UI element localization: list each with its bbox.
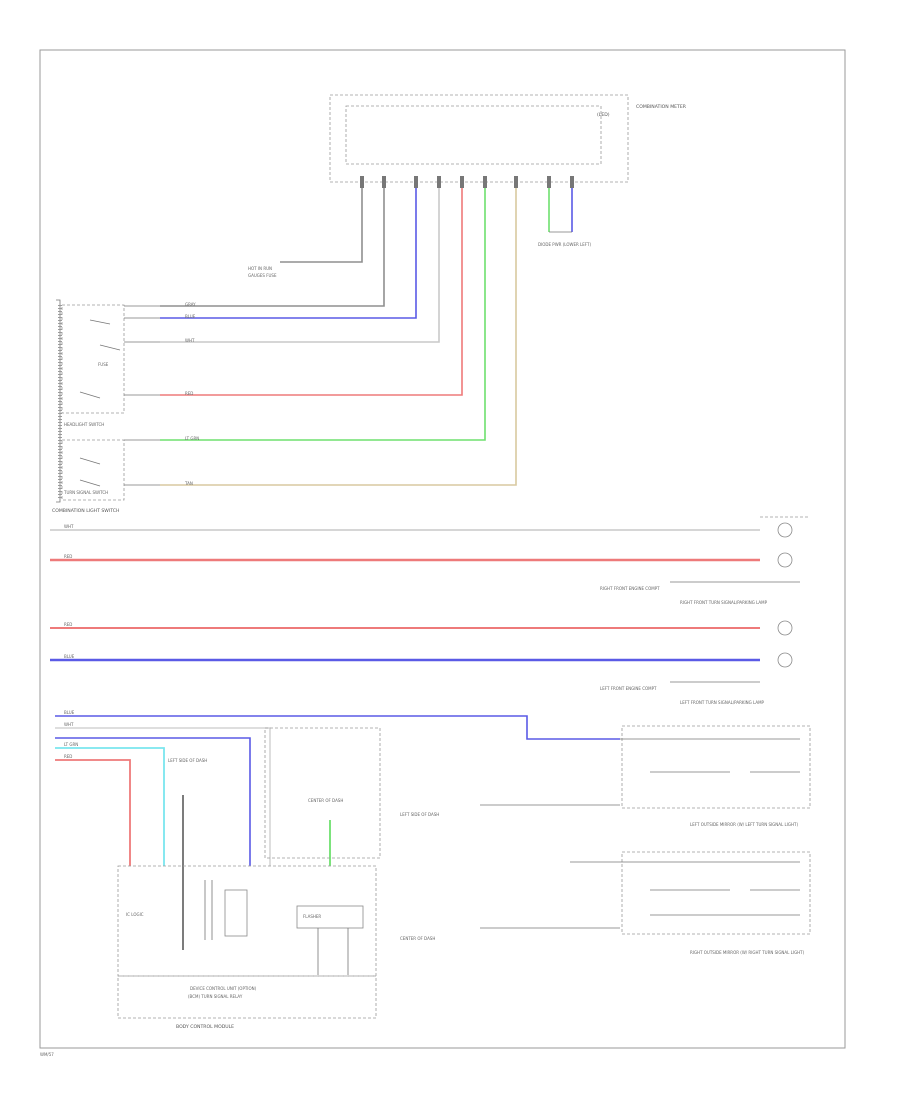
right-mirror-ground-label: CENTER OF DASH	[400, 936, 435, 941]
mirrors: LEFT SIDE OF DASH LEFT OUTSIDE MIRROR (W…	[400, 725, 811, 955]
right-front-lamp-label: RIGHT FRONT TURN SIGNAL/PARKING LAMP	[680, 600, 768, 605]
bcm-sub-label: (BCM) TURN SIGNAL RELAY	[188, 994, 243, 999]
combination-meter-label: COMBINATION METER	[636, 104, 687, 110]
switch-fuse-label: FUSE	[98, 362, 109, 367]
bus-wire-labels: WHT RED RED BLUE	[64, 524, 75, 659]
bcm-label-ltgrn: LT GRN	[64, 742, 78, 747]
meter-wires	[160, 188, 573, 486]
main-bus-wires	[50, 529, 760, 662]
bus-label-red: RED	[64, 554, 72, 559]
bcm-detail-label: DEVICE CONTROL UNIT (OPTION)	[190, 986, 257, 991]
body-control-module: FLASHER IC LOGIC DEVICE CONTROL UNIT (OP…	[117, 727, 381, 1030]
bcm-name-label: BODY CONTROL MODULE	[176, 1024, 234, 1030]
gauges-fuse-label: GAUGES FUSE	[248, 273, 277, 278]
bus-label-blue: BLUE	[64, 654, 75, 659]
footer-code: WM/57	[40, 1052, 54, 1057]
left-mirror-ground-label: LEFT SIDE OF DASH	[400, 812, 439, 817]
wire-label-white: WHT	[185, 338, 195, 343]
bcm-ground2-label: CENTER OF DASH	[308, 798, 343, 803]
diagram-frame	[39, 49, 846, 1049]
wire-label-blue: BLUE	[185, 314, 196, 319]
bcm-wires	[55, 715, 620, 950]
right-front-ground-label: RIGHT FRONT ENGINE COMPT	[600, 586, 660, 591]
wire-label-ltgrn: LT GRN	[185, 436, 199, 441]
bus-label-white: WHT	[64, 524, 74, 529]
left-front-ground-label: LEFT FRONT ENGINE COMPT	[600, 686, 657, 691]
bcm-ground-label: LEFT SIDE OF DASH	[168, 758, 207, 763]
meter-ground-label: DIODE PWR (LOWER LEFT)	[538, 242, 591, 247]
wire-label-tan: TAN	[184, 481, 193, 486]
wire-label-gray: GRAY	[185, 302, 196, 307]
turn-signal-switch-label: TURN SIGNAL SWITCH	[63, 490, 108, 495]
hot-run-label: HOT IN RUN	[248, 266, 272, 271]
left-mirror-label: LEFT OUTSIDE MIRROR (W/ LEFT TURN SIGNAL…	[690, 822, 798, 827]
bcm-label-red: RED	[64, 754, 72, 759]
bcm-label-white: WHT	[64, 722, 74, 727]
combination-meter: COMBINATION METER (LED)	[329, 94, 687, 183]
combination-light-switch-label: COMBINATION LIGHT SWITCH	[52, 508, 119, 514]
meter-ground: DIODE PWR (LOWER LEFT) HOT IN RUN GAUGES…	[248, 231, 591, 278]
switch-wire-labels: GRAY BLUE WHT RED LT GRN TAN	[184, 302, 199, 486]
combination-light-switch: FUSE HEADLIGHT SWITCH TURN SIGNAL SWITCH…	[52, 299, 160, 514]
bcm-wire-labels: BLUE WHT LT GRN RED LEFT SIDE OF DASH CE…	[64, 710, 343, 803]
combination-meter-sub: (LED)	[597, 112, 610, 118]
bcm-ic-label: IC LOGIC	[126, 912, 144, 917]
right-mirror-label: RIGHT OUTSIDE MIRROR (W/ RIGHT TURN SIGN…	[690, 950, 805, 955]
bcm-label-blue: BLUE	[64, 710, 75, 715]
right-lamps: RIGHT FRONT ENGINE COMPT RIGHT FRONT TUR…	[600, 516, 810, 705]
meter-connectors	[360, 176, 574, 188]
bcm-flasher-label: FLASHER	[303, 914, 321, 919]
left-front-lamp-label: LEFT FRONT TURN SIGNAL/PARKING LAMP	[680, 700, 765, 705]
headlight-switch-label: HEADLIGHT SWITCH	[64, 422, 104, 427]
bus-label-red-2: RED	[64, 622, 72, 627]
wire-label-red: RED	[185, 391, 193, 396]
